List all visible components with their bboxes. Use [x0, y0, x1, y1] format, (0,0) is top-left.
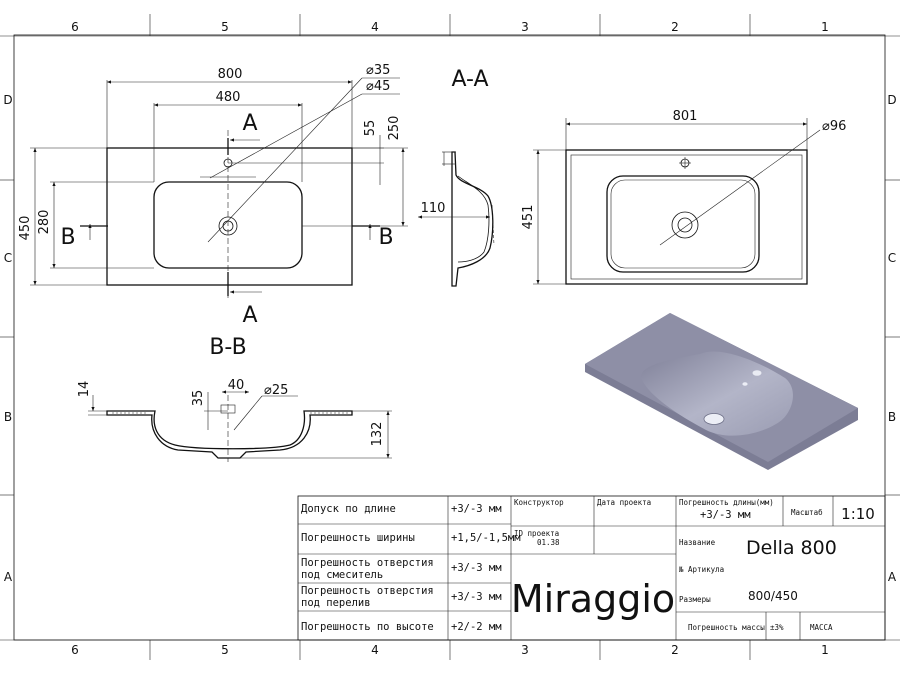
- dim-hole-d35: ⌀35: [366, 63, 390, 78]
- tb-row5-value: +2/-2 мм: [451, 621, 502, 633]
- dim-top-width: 801: [673, 109, 698, 124]
- zone-row-left-b: B: [4, 410, 12, 424]
- tb-row3-label2: под смеситель: [301, 569, 383, 581]
- dim-bb-depth: 132: [370, 422, 385, 447]
- render-drain: [703, 413, 725, 425]
- tb-row4-label: Погрешность отверстия: [301, 585, 434, 597]
- dim-bb-tap-dist: 35: [191, 390, 206, 407]
- zone-col-bottom-4: 4: [371, 643, 379, 657]
- tb-brand-logo: Miraggio: [511, 577, 675, 621]
- tb-row4-value: +3/-3 мм: [451, 591, 502, 603]
- tb-row2-label: Погрешность ширины: [301, 532, 415, 544]
- tb-row5-label: Погрешность по высоте: [301, 621, 434, 633]
- zone-row-right-c: C: [888, 251, 896, 265]
- zone-col-bottom-3: 3: [521, 643, 529, 657]
- section-aa: A-A 110: [418, 67, 495, 287]
- zone-col-bottom-1: 1: [821, 643, 829, 657]
- frame-zone-labels: 6 5 4 3 2 1 6 5 4 3 2 1 D C B A D C B A: [3, 20, 897, 657]
- top-view-bowl: [606, 175, 760, 273]
- dim-top-height: 451: [521, 205, 536, 230]
- tb-row4-label2: под перелив: [301, 597, 371, 609]
- tb-scale-value: 1:10: [841, 505, 875, 523]
- tb-article-label: № Артикула: [678, 565, 724, 574]
- tb-row1-value: +3/-3 мм: [451, 503, 502, 515]
- dim-bb-tap-hole: ⌀25: [264, 383, 288, 398]
- render-tap-hole: [752, 370, 762, 376]
- top-view: 801 451 ⌀96: [521, 109, 846, 285]
- plan-view: 800 480 450 280 55 250 ⌀35 ⌀45: [18, 63, 408, 328]
- section-aa-depth: 110: [421, 201, 446, 216]
- tb-mass-tol-value: ±3%: [770, 623, 784, 632]
- tb-scale-label: Масштаб: [791, 508, 823, 517]
- section-bb-title: B-B: [209, 335, 246, 360]
- cut-label-a-bottom: A: [242, 303, 257, 328]
- dim-width-total: 800: [218, 67, 243, 82]
- plan-outline: [106, 147, 353, 286]
- tb-mass-label: МАССА: [810, 623, 833, 632]
- zone-row-left-d: D: [3, 93, 12, 107]
- dim-height-bowl: 280: [37, 210, 52, 235]
- dim-bb-tap-width: 40: [228, 378, 245, 393]
- section-bb: B-B 14 35 40 ⌀25 132: [77, 335, 392, 462]
- tb-row1-label: Допуск по длине: [301, 503, 396, 515]
- zone-row-right-a: A: [888, 570, 897, 584]
- cut-label-a-top: A: [242, 111, 257, 136]
- drawing-frame: [0, 14, 900, 660]
- zone-col-top-4: 4: [371, 20, 379, 34]
- dim-bb-thickness: 14: [77, 381, 92, 398]
- dim-bowl-offset: 250: [387, 116, 402, 141]
- zone-row-left-a: A: [4, 570, 13, 584]
- tb-name-label: Название: [679, 538, 716, 547]
- top-view-drain: [671, 211, 699, 239]
- dim-height-total: 450: [18, 216, 33, 241]
- tb-length-tol-value: +3/-3 мм: [700, 509, 751, 521]
- zone-col-top-6: 6: [71, 20, 79, 34]
- dim-width-bowl: 480: [216, 90, 241, 105]
- zone-row-left-c: C: [4, 251, 12, 265]
- zone-col-top-2: 2: [671, 20, 679, 34]
- tb-project-id-value: 01.38: [537, 538, 560, 547]
- tb-date-label: Дата проекта: [597, 498, 651, 507]
- zone-col-bottom-6: 6: [71, 643, 79, 657]
- tb-project-id-label: ID проекта: [514, 529, 559, 538]
- tb-mass-tol-label: Погрешность массы: [688, 623, 765, 632]
- zone-col-bottom-2: 2: [671, 643, 679, 657]
- cut-label-b-right: B: [378, 225, 393, 250]
- tb-size-value: 800/450: [748, 589, 798, 603]
- zone-row-right-b: B: [888, 410, 896, 424]
- zone-row-right-d: D: [887, 93, 896, 107]
- top-view-outline: [565, 149, 808, 285]
- tb-row3-value: +3/-3 мм: [451, 562, 502, 574]
- render-overflow: [742, 382, 748, 386]
- zone-col-bottom-5: 5: [221, 643, 229, 657]
- section-aa-profile: [451, 151, 494, 287]
- dim-top-hole: ⌀96: [822, 119, 846, 134]
- tb-row2-value: +1,5/-1,5мм: [451, 532, 521, 544]
- zone-col-top-5: 5: [221, 20, 229, 34]
- dim-tap-offset: 55: [363, 120, 378, 137]
- tb-size-label: Размеры: [679, 595, 711, 604]
- cut-label-b-left: B: [60, 225, 75, 250]
- tb-designer-label: Конструктор: [514, 498, 564, 507]
- section-aa-title: A-A: [451, 67, 488, 92]
- zone-col-top-1: 1: [821, 20, 829, 34]
- dim-hole-d45: ⌀45: [366, 79, 390, 94]
- tb-row3-label: Погрешность отверстия: [301, 557, 434, 569]
- tb-name-value: Della 800: [746, 537, 837, 559]
- zone-col-top-3: 3: [521, 20, 529, 34]
- tb-length-tol-label: Погрешность длины(мм): [679, 498, 774, 507]
- product-render: [585, 313, 858, 470]
- title-block: Допуск по длине +3/-3 мм Погрешность шир…: [297, 495, 886, 641]
- section-bb-profile: [106, 410, 353, 459]
